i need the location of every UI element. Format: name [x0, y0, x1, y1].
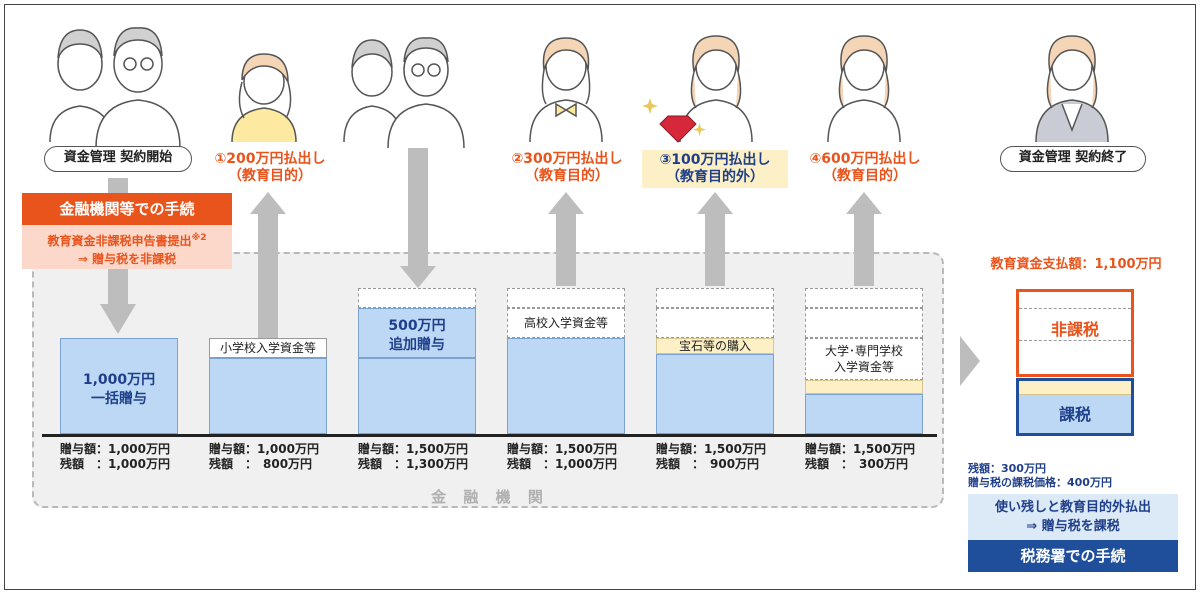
- withdrawal-3-purpose: （教育目的外）: [666, 169, 764, 185]
- tax-note-box: 使い残しと教育目的外払出 ⇒ 贈与税を課税: [968, 494, 1178, 540]
- withdrawn-segment: 高校入学資金等: [507, 308, 625, 338]
- withdrawn-segment: 小学校入学資金等: [209, 338, 327, 358]
- balance-bar: [358, 358, 476, 434]
- taxable-box: 課税: [1016, 378, 1134, 436]
- divider: [1019, 308, 1131, 309]
- financial-procedure-detail: 教育資金非課税申告書提出※2 ⇒ 贈与税を非課税: [22, 225, 232, 269]
- result-summary: 残額：300万円 贈与税の課税価格：400万円: [968, 462, 1112, 490]
- adult-woman-icon: [827, 35, 901, 143]
- withdrawal-1-amount: ①200万円払出し: [214, 151, 326, 167]
- contract-start-pill: 資金管理 契約開始: [44, 146, 192, 172]
- balance-column-5: 宝石等の購入: [656, 288, 774, 434]
- withdrawal-1-purpose: （教育目的）: [228, 168, 312, 184]
- spent-placeholder: [805, 288, 923, 308]
- non-educational-segment: [805, 380, 923, 394]
- lump-sum-label: 一括贈与: [91, 391, 147, 407]
- baseline: [42, 434, 937, 437]
- column-3-stats: 贈与額：1,500万円残額 ：1,300万円: [358, 442, 468, 472]
- student-icon: [529, 37, 603, 143]
- financial-institution-label: 金 融 機 関: [431, 488, 549, 506]
- withdrawn-segment: 大学･専門学校 入学資金等: [805, 338, 923, 380]
- withdrawal-1-label: ①200万円払出し （教育目的）: [200, 151, 340, 185]
- tax-office-procedure: 税務署での手続: [968, 540, 1178, 572]
- taxable-value: 贈与税の課税価格：400万円: [968, 476, 1112, 489]
- grandparents-icon: [343, 37, 465, 149]
- tax-exempt-box: 非課税: [1016, 289, 1134, 377]
- tax-exempt-filing-text: 教育資金非課税申告書提出: [47, 234, 192, 248]
- spent-placeholder: [507, 288, 625, 308]
- withdrawal-3-label: ③100万円払出し （教育目的外）: [642, 150, 788, 188]
- balance-bar: [656, 354, 774, 434]
- spent-placeholder: [656, 288, 774, 308]
- down-arrow-icon: [400, 146, 436, 288]
- young-woman-icon: [679, 35, 753, 143]
- businesswoman-icon: [1035, 35, 1109, 143]
- withdrawal-2-amount: ②300万円払出し: [511, 151, 623, 167]
- gem-icon: [642, 98, 706, 143]
- withdrawal-4-label: ④600万円払出し （教育目的）: [795, 151, 935, 185]
- gift-amount: 贈与額：1,000万円: [209, 442, 319, 456]
- withdrawal-4-amount: ④600万円払出し: [809, 151, 921, 167]
- additional-gift-amount: 500万円: [388, 318, 446, 334]
- column-2-stats: 贈与額：1,000万円残額 ： 800万円: [209, 442, 319, 472]
- balance-column-4: 高校入学資金等: [507, 288, 625, 434]
- balance-bar: [805, 394, 923, 434]
- grandparents-icon: [49, 27, 181, 149]
- spent-placeholder: [805, 308, 923, 338]
- gift-amount: 贈与額：1,000万円: [60, 442, 170, 456]
- balance-column-3: 500万円 追加贈与: [358, 288, 476, 434]
- withdrawal-2-label: ②300万円払出し （教育目的）: [497, 151, 637, 185]
- right-arrow-icon: [960, 336, 980, 386]
- balance-column-1: 1,000万円 一括贈与: [60, 338, 178, 434]
- remaining-balance: 残額 ： 900万円: [656, 457, 760, 471]
- column-1-stats: 贈与額：1,000万円残額 ：1,000万円: [60, 442, 170, 472]
- gift-amount: 贈与額：1,500万円: [805, 442, 915, 456]
- spent-placeholder: [656, 308, 774, 338]
- divider: [1019, 340, 1131, 341]
- remaining-balance: 残額 ：1,000万円: [60, 457, 170, 471]
- financial-institution-area: 金 融 機 関: [32, 252, 944, 508]
- non-educational-segment: [1019, 381, 1131, 395]
- withdrawal-2-purpose: （教育目的）: [525, 168, 609, 184]
- column-5-stats: 贈与額：1,500万円残額 ： 900万円: [656, 442, 766, 472]
- balance-bar: [507, 338, 625, 434]
- balance-column-2: 小学校入学資金等: [209, 338, 327, 434]
- university-label: 大学･専門学校: [824, 344, 903, 358]
- balance-bar: 1,000万円 一括贈与: [60, 338, 178, 434]
- taxable-label: 課税: [1058, 405, 1091, 424]
- up-arrow-icon: [697, 192, 733, 286]
- column-6-stats: 贈与額：1,500万円残額 ： 300万円: [805, 442, 915, 472]
- withdrawal-3-amount: ③100万円払出し: [659, 152, 771, 168]
- withdrawal-4-purpose: （教育目的）: [823, 168, 907, 184]
- gift-tax-applied-note: ⇒ 贈与税を課税: [1026, 519, 1120, 534]
- contract-end-pill: 資金管理 契約終了: [1000, 146, 1146, 172]
- lump-sum-amount: 1,000万円: [82, 372, 156, 388]
- balance-column-6: 大学･専門学校 入学資金等: [805, 288, 923, 434]
- tax-exempt-label: 非課税: [1050, 320, 1099, 339]
- balance-bar: [209, 358, 327, 434]
- up-arrow-icon: [250, 192, 286, 338]
- additional-gift-label: 追加贈与: [389, 337, 445, 353]
- footnote-mark: ※2: [191, 233, 207, 243]
- additional-gift-bar: 500万円 追加贈与: [358, 308, 476, 358]
- financial-procedure-title: 金融機関等での手続: [22, 193, 232, 225]
- spent-placeholder: [358, 288, 476, 308]
- education-total-paid: 教育資金支払額：1,100万円: [990, 257, 1162, 272]
- column-4-stats: 贈与額：1,500万円残額 ：1,000万円: [507, 442, 617, 472]
- up-arrow-icon: [548, 192, 584, 286]
- child-icon: [231, 53, 297, 143]
- up-arrow-icon: [846, 192, 882, 286]
- remaining-balance: 残額 ：1,000万円: [507, 457, 617, 471]
- remaining-balance: 残額 ：1,300万円: [358, 457, 468, 471]
- gift-amount: 贈与額：1,500万円: [358, 442, 468, 456]
- non-educational-segment: 宝石等の購入: [656, 338, 774, 354]
- gift-amount: 贈与額：1,500万円: [507, 442, 617, 456]
- gift-amount: 贈与額：1,500万円: [656, 442, 766, 456]
- remaining-balance: 残額 ： 800万円: [209, 457, 313, 471]
- remaining-balance: 残額 ： 300万円: [805, 457, 909, 471]
- entrance-funds-label: 入学資金等: [833, 360, 894, 374]
- remaining-balance-result: 残額：300万円: [968, 462, 1046, 475]
- gift-tax-exempt-text: ⇒ 贈与税を非課税: [77, 252, 177, 266]
- unused-funds-note: 使い残しと教育目的外払出: [994, 500, 1151, 515]
